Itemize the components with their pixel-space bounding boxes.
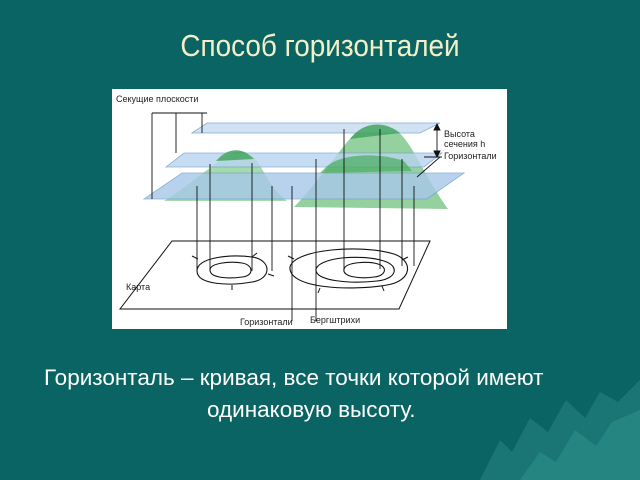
cutting-planes xyxy=(142,122,466,200)
label-hachures: Бергштрихи xyxy=(310,315,360,325)
projection-lines xyxy=(151,112,415,321)
label-contours-bottom: Горизонтали xyxy=(240,317,293,327)
hachures xyxy=(191,252,409,294)
label-map: Карта xyxy=(126,282,150,292)
slide-title: Способ горизонталей xyxy=(180,28,460,63)
contour-diagram: Секущие плоскости Высота сечения h Гориз… xyxy=(112,89,507,329)
label-cutting-planes: Секущие плоскости xyxy=(116,94,198,104)
label-height-1: Высота xyxy=(444,129,475,139)
label-contours-right: Горизонтали xyxy=(444,151,497,161)
caption-line-2: одинаковую высоту. xyxy=(207,397,416,422)
label-height-2: сечения h xyxy=(444,139,485,149)
height-arrow xyxy=(416,122,442,178)
hill-tops xyxy=(216,124,412,173)
map-contours xyxy=(196,248,409,289)
caption-line-1: Горизонталь – кривая, все точки которой … xyxy=(44,365,544,390)
